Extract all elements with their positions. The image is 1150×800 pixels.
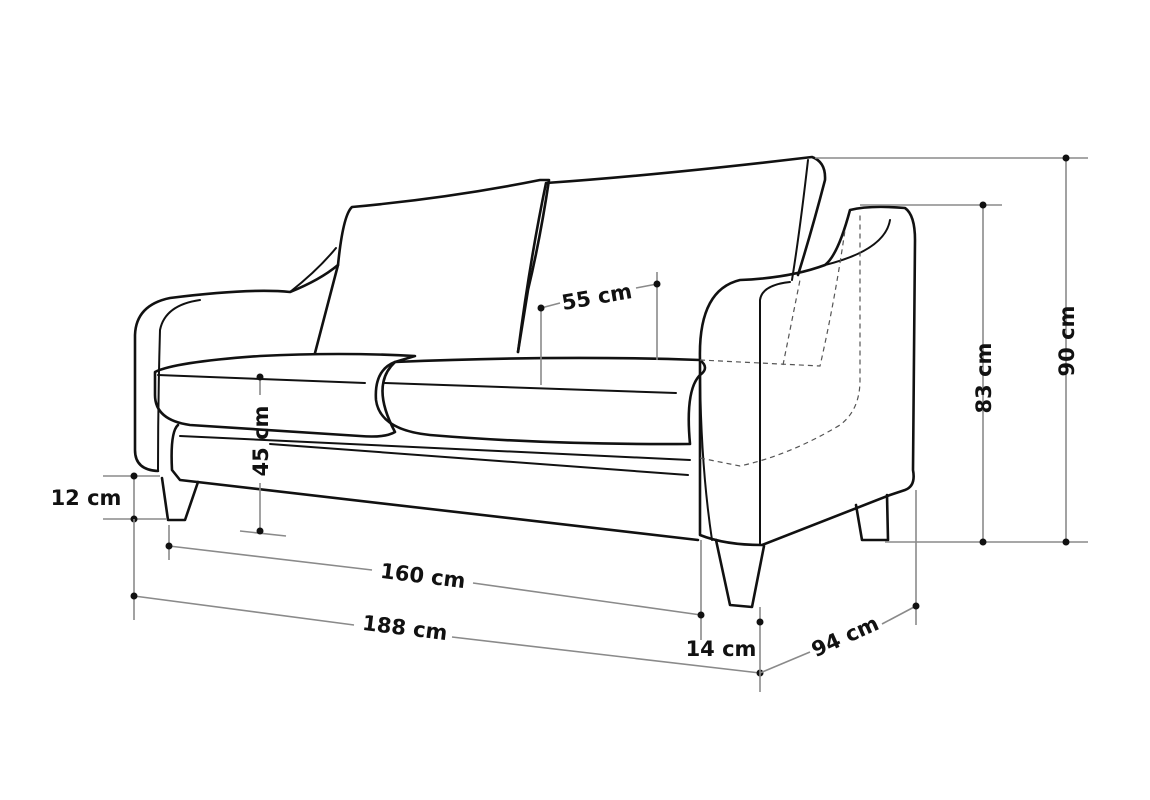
right-arm bbox=[698, 205, 917, 547]
left-arm-inner bbox=[157, 299, 201, 472]
back-cushion-right-seam bbox=[791, 159, 809, 281]
sofa-outline bbox=[133, 155, 917, 609]
leg-front-left bbox=[160, 476, 200, 522]
label-depth: 94 cm bbox=[808, 611, 883, 662]
dimension-lines bbox=[103, 154, 1088, 692]
front-base bbox=[170, 423, 700, 542]
front-base-line-2 bbox=[269, 443, 689, 476]
hidden-line-3 bbox=[782, 279, 801, 366]
hidden-line-2 bbox=[699, 229, 846, 367]
right-arm-front bbox=[699, 359, 713, 541]
leg-front-right bbox=[714, 538, 766, 609]
hidden-line-1 bbox=[699, 215, 861, 467]
right-arm-rear bbox=[824, 219, 891, 266]
back-cushion-right bbox=[516, 155, 827, 354]
label-total-width: 188 cm bbox=[361, 611, 449, 645]
label-seat-width: 160 cm bbox=[379, 559, 467, 593]
seat-cushion-right-seam bbox=[384, 382, 677, 394]
label-arm-width: 14 cm bbox=[686, 637, 757, 661]
label-height-arm: 83 cm bbox=[972, 343, 996, 414]
left-arm-back bbox=[289, 247, 337, 293]
back-cushion-left bbox=[313, 178, 551, 355]
front-base-line bbox=[179, 435, 691, 461]
label-seat-height: 45 cm bbox=[249, 406, 273, 477]
label-height-total: 90 cm bbox=[1055, 306, 1079, 377]
label-leg-height: 12 cm bbox=[51, 486, 122, 510]
seat-cushion-right bbox=[374, 356, 707, 446]
label-seat-depth: 55 cm bbox=[560, 279, 634, 315]
seat-cushion-left bbox=[153, 352, 417, 438]
left-arm bbox=[133, 263, 340, 473]
right-arm-top bbox=[759, 281, 791, 546]
leg-back-right bbox=[854, 493, 890, 542]
